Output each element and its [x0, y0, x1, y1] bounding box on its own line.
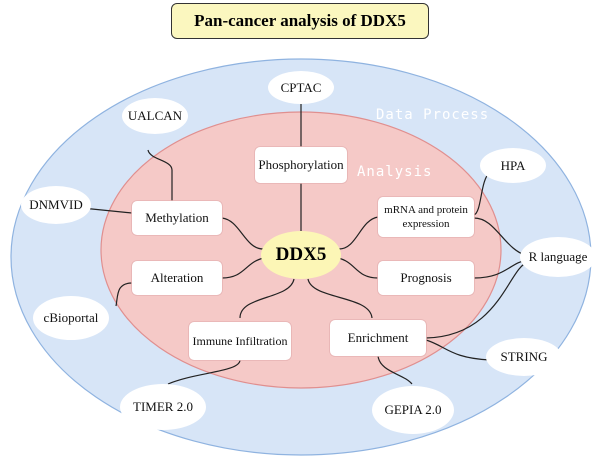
line-ddx5-alteration — [221, 257, 265, 279]
node-methylation: Methylation — [132, 201, 222, 235]
source-dnmvid: DNMVID — [21, 186, 91, 224]
source-timer: TIMER 2.0 — [120, 384, 206, 430]
inner-region-label: Analysis — [357, 164, 433, 180]
line-ddx5-prognosis — [337, 257, 379, 279]
source-ualcan: UALCAN — [122, 98, 188, 134]
line-alteration-cbioportal — [115, 282, 133, 307]
source-string: STRING — [486, 338, 562, 376]
source-hpa: HPA — [480, 148, 546, 183]
node-mrna-protein-expression: mRNA and protein expression — [378, 197, 474, 237]
node-alteration: Alteration — [132, 261, 222, 295]
line-ddx5-mrna — [338, 216, 379, 250]
line-ddx5-immune — [239, 278, 295, 319]
line-enrichment-r — [425, 261, 529, 339]
node-prognosis: Prognosis — [378, 261, 474, 295]
node-phosphorylation: Phosphorylation — [255, 147, 347, 183]
node-mrna-line-2: expression — [402, 218, 450, 230]
line-ddx5-enrichment — [307, 278, 373, 319]
source-gepia: GEPIA 2.0 — [372, 386, 454, 434]
line-methylation-dnmvid — [81, 207, 133, 214]
line-enrichment-string — [425, 339, 491, 361]
source-r-language: R language — [520, 237, 596, 277]
node-immune-infiltration: Immune Infiltration — [189, 322, 291, 360]
diagram-title: Pan-cancer analysis of DDX5 — [171, 3, 429, 39]
line-immune-timer — [167, 359, 241, 385]
outer-region-label: Data Process — [376, 107, 490, 123]
center-node-ddx5: DDX5 — [261, 231, 341, 279]
node-enrichment: Enrichment — [330, 320, 426, 356]
source-cbioportal: cBioportal — [33, 296, 109, 340]
line-ddx5-methylation — [221, 217, 264, 250]
node-mrna-line-1: mRNA and protein — [384, 204, 468, 216]
line-methylation-ualcan — [147, 149, 173, 201]
source-cptac: CPTAC — [268, 71, 334, 104]
line-enrichment-gepia — [377, 355, 413, 385]
connector-lines — [81, 102, 529, 385]
